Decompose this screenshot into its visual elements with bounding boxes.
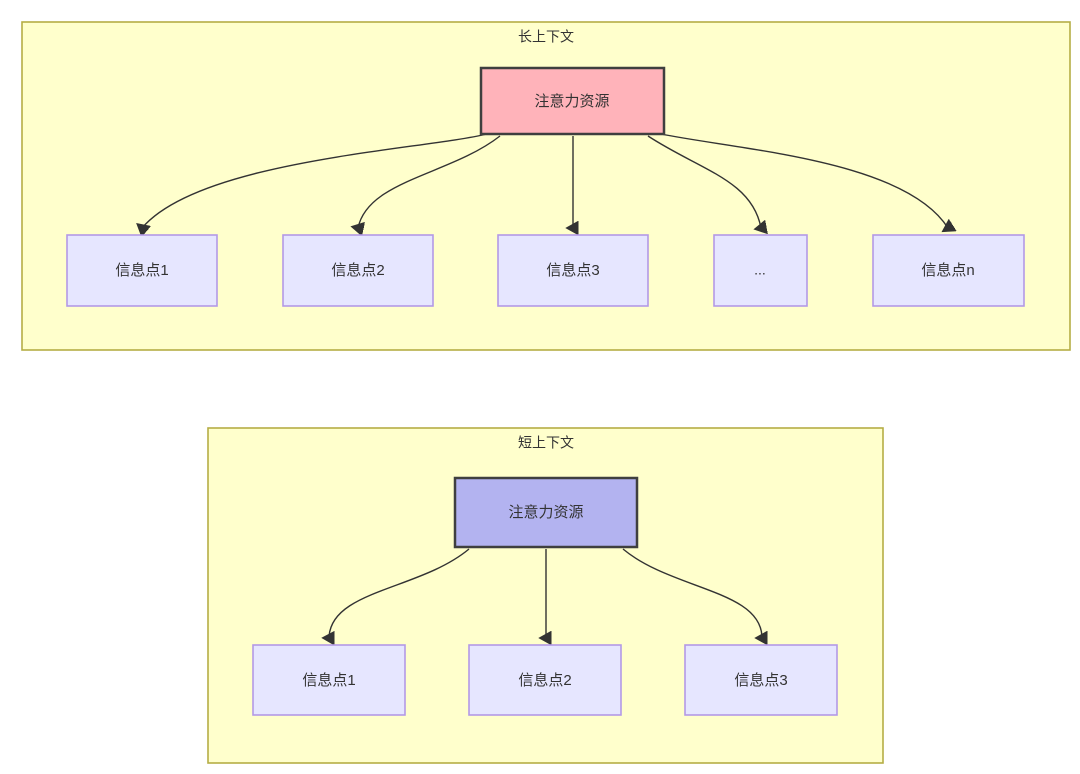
node-attention-resource-long-rect [479, 66, 666, 136]
node-info-3-rect [497, 234, 649, 307]
edge-attention-to-info-ellipsis [647, 135, 761, 228]
node-info-s3-label: 信息点3 [734, 672, 787, 689]
node-info-s3-rect [684, 644, 838, 716]
node-info-s2-rect [468, 644, 622, 716]
edge-attention-to-info-1 [142, 133, 488, 228]
node-attention-resource-short-rect [453, 476, 639, 549]
node-info-s2-label: 信息点2 [518, 672, 571, 689]
node-info-2-label: 信息点2 [331, 262, 384, 279]
node-info-n-label: 信息点n [921, 262, 974, 279]
edge-attention-short-to-info-3 [622, 548, 762, 638]
edge-attention-to-info-2 [358, 135, 501, 228]
node-info-1-label: 信息点1 [115, 262, 168, 279]
node-info-n[interactable]: 信息点n [872, 234, 1025, 307]
edge-attention-short-to-info-1 [329, 548, 470, 638]
node-info-s1-label: 信息点1 [302, 672, 355, 689]
node-attention-resource-short-label: 注意力资源 [508, 503, 583, 521]
group-title-short-context: 短上下文 [518, 435, 574, 451]
group-long-context: 长上下文 注意力资源 信息点1 信息点2 信息点 [21, 21, 1071, 351]
group-short-context: 短上下文 注意力资源 信息点1 信息点2 信息点3 [207, 427, 884, 764]
node-info-ellipsis-rect [713, 234, 808, 307]
node-attention-resource-long[interactable]: 注意力资源 [479, 66, 666, 136]
node-attention-resource-long-label: 注意力资源 [534, 92, 609, 110]
node-info-2[interactable]: 信息点2 [282, 234, 434, 307]
node-info-s2[interactable]: 信息点2 [468, 644, 622, 716]
node-info-s1[interactable]: 信息点1 [252, 644, 406, 716]
node-info-ellipsis[interactable]: ... [713, 234, 808, 307]
node-info-ellipsis-label: ... [754, 262, 766, 278]
node-info-s3[interactable]: 信息点3 [684, 644, 838, 716]
node-info-s1-rect [252, 644, 406, 716]
node-info-n-rect [872, 234, 1025, 307]
node-attention-resource-short[interactable]: 注意力资源 [453, 476, 639, 549]
edge-attention-to-info-n [660, 133, 948, 228]
node-info-2-rect [282, 234, 434, 307]
node-info-3[interactable]: 信息点3 [497, 234, 649, 307]
node-info-1[interactable]: 信息点1 [66, 234, 218, 307]
node-info-1-rect [66, 234, 218, 307]
node-info-3-label: 信息点3 [546, 262, 599, 279]
group-title-long-context: 长上下文 [518, 29, 574, 45]
